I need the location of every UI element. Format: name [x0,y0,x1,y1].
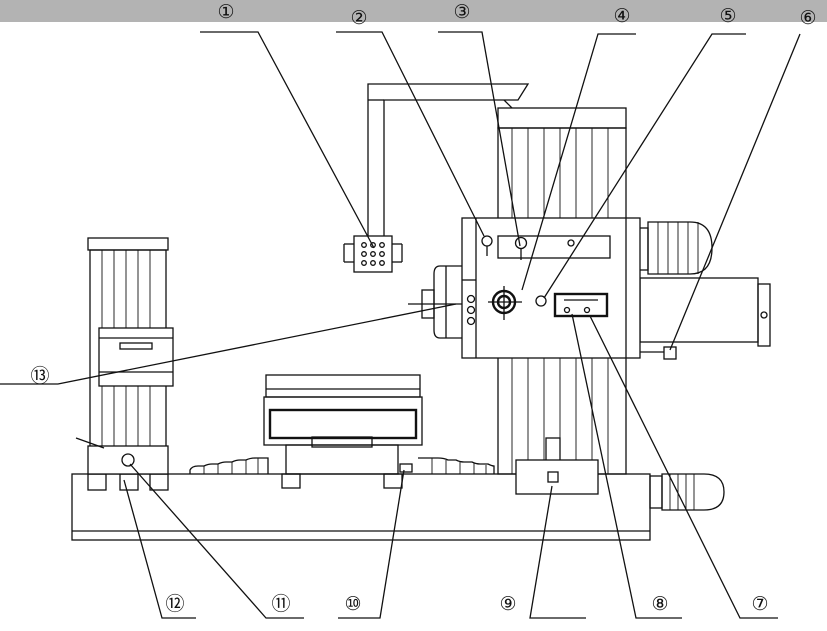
spindle-faceplate [408,265,462,339]
callout-label-4: ④ [613,5,630,27]
main-motor [637,221,713,275]
rear-support-column [75,237,174,475]
spindle-headstock [461,217,641,359]
top-gray-bar [0,0,827,22]
callout-label-1: ① [217,1,234,23]
callout-label-11: ⑪ [271,593,290,615]
callout-label-7: ⑦ [751,593,768,615]
callout-label-8: ⑧ [651,593,668,615]
callout-labels: ① ② ③ ④ ⑤ ⑥ ⑦ ⑧ ⑨ ⑩ ⑪ ⑫ ⑬ [30,1,816,615]
callout-label-5: ⑤ [719,5,736,27]
callout-label-6: ⑥ [799,7,816,29]
bed-bellows-cover [189,457,495,474]
callout-label-9: ⑨ [499,593,516,615]
callout-label-3: ③ [453,1,470,23]
callout-label-10: ⑩ [344,593,361,615]
callout-label-2: ② [350,7,367,29]
work-table [263,374,423,475]
callout-label-13: ⑬ [30,365,49,387]
callout-leaders [0,31,801,619]
bed-motor [649,473,725,511]
callout-label-12: ⑫ [165,593,184,615]
